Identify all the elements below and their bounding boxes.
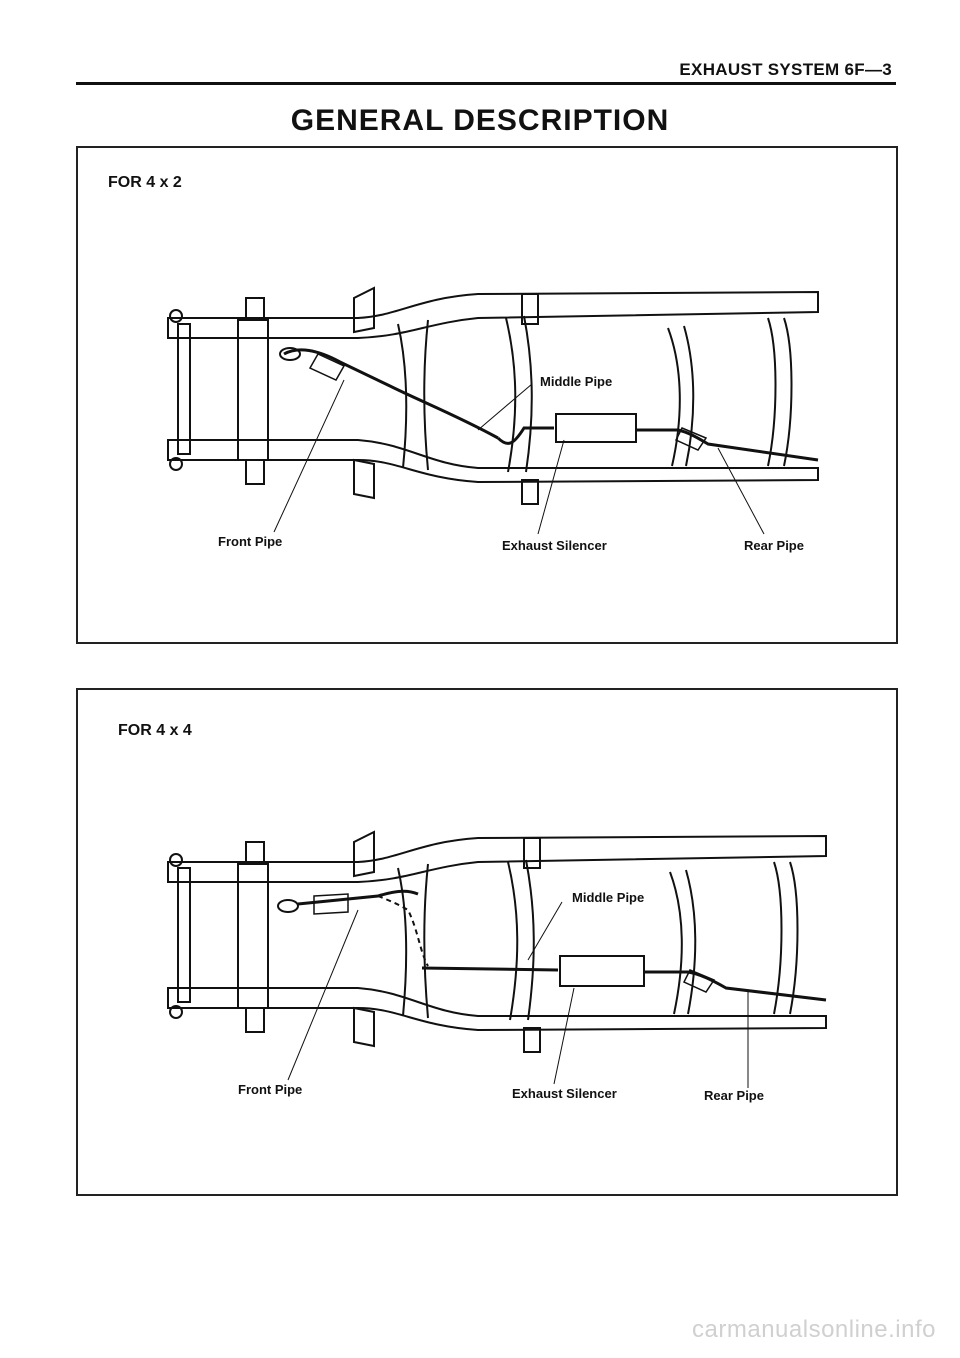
diagram-label-4x2: FOR 4 x 2 xyxy=(108,174,182,191)
callout-rear-pipe: Rear Pipe xyxy=(704,1088,764,1103)
chassis-frame-diagram-4x2 xyxy=(167,286,819,535)
diagram-label-4x4: FOR 4 x 4 xyxy=(118,722,192,739)
callout-front-pipe: Front Pipe xyxy=(238,1082,303,1097)
watermark-text: carmanualsonline.info xyxy=(692,1316,936,1343)
section-header: EXHAUST SYSTEM 6F—3 xyxy=(679,60,892,79)
diagram-panel-4x2: FOR 4 x 2 xyxy=(76,146,898,644)
callout-exhaust-silencer: Exhaust Silencer xyxy=(512,1086,617,1101)
callout-rear-pipe: Rear Pipe xyxy=(744,538,804,553)
callout-exhaust-silencer: Exhaust Silencer xyxy=(502,538,607,553)
diagram-panel-4x4: FOR 4 x 4 xyxy=(76,688,898,1196)
chassis-frame-diagram-4x4 xyxy=(167,830,827,1088)
callout-middle-pipe: Middle Pipe xyxy=(540,374,613,389)
callout-middle-pipe: Middle Pipe xyxy=(572,890,645,905)
callout-front-pipe: Front Pipe xyxy=(218,534,283,549)
header-rule xyxy=(76,82,896,85)
page-title: GENERAL DESCRIPTION xyxy=(290,104,670,137)
